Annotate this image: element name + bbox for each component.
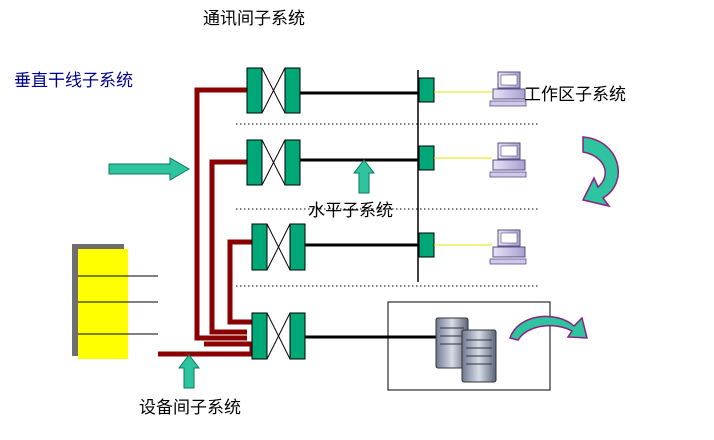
wall-outlet-3: [418, 232, 435, 258]
computer-keyboard: [489, 100, 527, 107]
backbone-cable-1: [194, 87, 247, 341]
telecom-room-label: 通讯间子系统: [203, 9, 305, 29]
wall-outlets: [418, 77, 435, 258]
equipment-arrow-icon: [177, 354, 201, 389]
patch-panel-block: [246, 67, 263, 114]
patch-panel-block: [251, 312, 268, 360]
horizontal-cables: [300, 91, 440, 339]
patch-panel-cross: [266, 223, 291, 271]
equipment-room-label: 设备间子系统: [139, 398, 241, 418]
rack-face: [78, 249, 128, 359]
patch-panel-4: [251, 312, 306, 360]
horizontal-label: 水平子系统: [308, 201, 393, 221]
backbone-cable-2: [209, 159, 247, 335]
computer-icon: [489, 229, 527, 265]
patch-panel-block: [284, 139, 301, 186]
equipment-curved-arrow-icon: [509, 315, 588, 341]
distribution-rack: [72, 244, 158, 359]
computer-icon: [489, 142, 527, 178]
equipment-room-box: [387, 301, 551, 391]
patch-panel-3: [251, 223, 306, 271]
computer-keyboard: [489, 258, 527, 265]
backbone-arrow-icon: [108, 157, 190, 181]
wall-outlet-1: [418, 77, 435, 103]
computer-icon: [489, 71, 527, 107]
patch-panel-block: [251, 223, 268, 271]
patch-panel-block: [289, 223, 306, 271]
computer-screen: [500, 232, 518, 244]
work-area-curved-arrow-icon: [581, 136, 620, 208]
patch-panel-cross: [261, 139, 286, 186]
floor-dividers: [236, 123, 540, 287]
backbone-cable-3: [227, 239, 252, 325]
computer-base: [492, 159, 526, 171]
patch-panel-1: [246, 67, 301, 114]
backbone-label: 垂直干线子系统: [14, 71, 133, 91]
computer-screen: [500, 145, 518, 157]
outlet-links: [434, 91, 492, 246]
server-icon: [461, 329, 497, 383]
patch-panel-cross: [261, 67, 286, 114]
backbone-cables: [158, 87, 255, 357]
work-area-label: 工作区子系统: [524, 85, 626, 105]
computer-base: [492, 246, 526, 258]
patch-panel-block: [284, 67, 301, 114]
wall-outlet-2: [418, 145, 435, 171]
patch-panel-2: [246, 139, 301, 186]
computer-base: [492, 88, 526, 100]
patch-panel-block: [246, 139, 263, 186]
computer-keyboard: [489, 171, 527, 178]
horizontal-arrow-icon: [352, 159, 376, 194]
computer-screen: [500, 74, 518, 86]
patch-panel-cross: [266, 312, 291, 360]
patch-panel-block: [289, 312, 306, 360]
